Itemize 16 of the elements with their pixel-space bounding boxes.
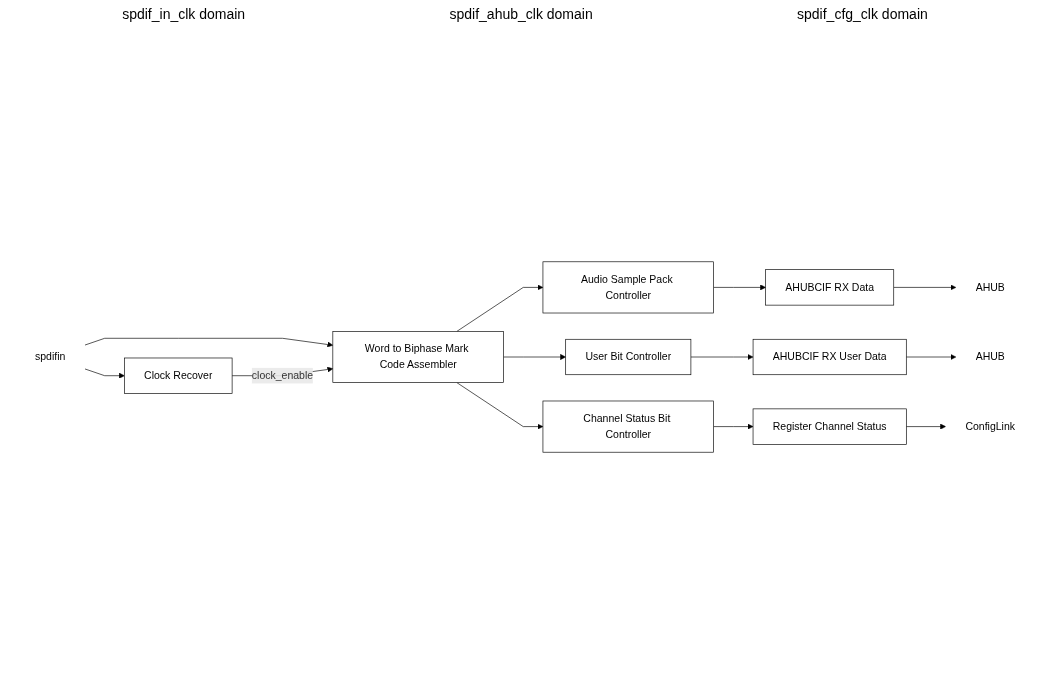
- node-box: AHUBCIF RX User Data: [752, 338, 907, 376]
- node-text: AHUB: [975, 281, 1005, 293]
- node-box: Word to Biphase Mark Code Assembler: [332, 331, 504, 383]
- edge-label: clock_enable: [251, 369, 314, 381]
- node-text: spdifin: [34, 351, 66, 363]
- node-box: Channel Status Bit Controller: [542, 400, 714, 453]
- node-box: Clock Recover: [124, 357, 233, 394]
- node-text: ConfigLink: [965, 420, 1016, 432]
- domain-label: spdif_cfg_clk domain: [797, 6, 928, 22]
- node-box: Register Channel Status: [752, 408, 907, 445]
- domain-label: spdif_in_clk domain: [122, 6, 246, 22]
- node-box: AHUBCIF RX Data: [765, 269, 895, 306]
- node-text: AHUB: [975, 351, 1005, 363]
- node-box: Audio Sample Pack Controller: [542, 261, 714, 314]
- node-box: User Bit Controller: [565, 338, 692, 376]
- domain-label: spdif_ahub_clk domain: [449, 6, 593, 22]
